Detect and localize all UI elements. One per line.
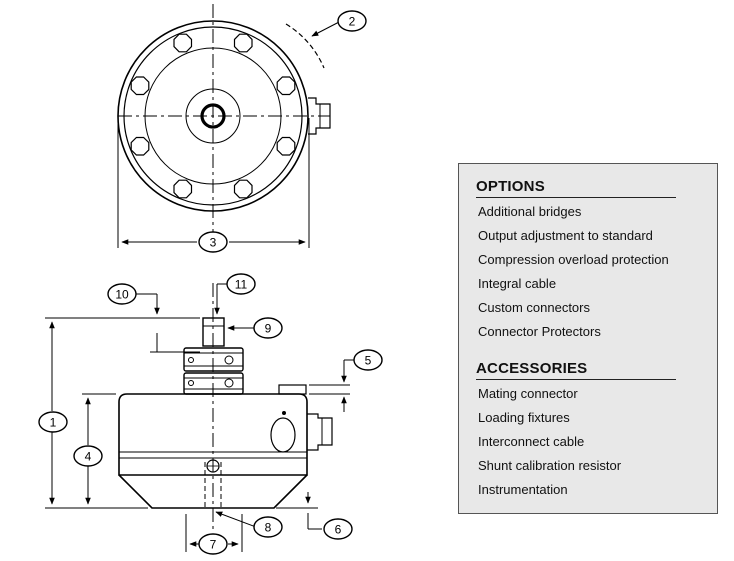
callout-label: 11 <box>235 278 248 292</box>
bolt-hole <box>130 136 150 156</box>
top-view <box>117 4 331 238</box>
accessories-item: Interconnect cable <box>478 434 585 449</box>
callout-1: 1 <box>38 411 68 433</box>
accessories-item: Loading fixtures <box>478 410 570 425</box>
options-item: Integral cable <box>478 276 557 291</box>
options-title: OPTIONS <box>476 178 545 195</box>
callout-10: 10 <box>107 283 137 305</box>
bolt-hole <box>233 33 253 53</box>
callout-7: 7 <box>198 533 228 555</box>
accessories-item: Shunt calibration resistor <box>478 458 622 473</box>
options-item: Compression overload protection <box>478 252 669 267</box>
options-item: Connector Protectors <box>478 324 601 339</box>
options-item: Custom connectors <box>478 300 590 315</box>
side-view-dimensions <box>45 283 356 552</box>
bolt-hole <box>173 33 193 53</box>
callout-label: 3 <box>210 236 217 250</box>
callout-label: 7 <box>210 538 217 552</box>
accessories-title: ACCESSORIES <box>476 360 588 377</box>
bolt-hole <box>130 76 150 96</box>
callout-9: 9 <box>253 317 283 339</box>
accessories-divider <box>476 379 676 380</box>
accessories-item: Instrumentation <box>478 482 568 497</box>
callout-label: 6 <box>335 523 342 537</box>
bolt-hole-pattern <box>130 33 296 199</box>
callout-3: 3 <box>198 231 228 253</box>
callout-balloons: 1 2 3 4 5 6 7 8 9 10 11 <box>38 10 383 555</box>
options-item: Output adjustment to standard <box>478 228 653 243</box>
options-item: Additional bridges <box>478 204 582 219</box>
options-divider <box>476 197 676 198</box>
callout-label: 8 <box>265 521 272 535</box>
dimension-3 <box>117 118 310 248</box>
bolt-hole <box>276 76 296 96</box>
callout-label: 4 <box>85 450 92 464</box>
callout-5: 5 <box>353 349 383 371</box>
callout-label: 5 <box>365 354 372 368</box>
callout-label: 1 <box>50 416 57 430</box>
callout-4: 4 <box>73 445 103 467</box>
callout-2: 2 <box>337 10 367 32</box>
callout-6: 6 <box>323 518 353 540</box>
accessories-item: Mating connector <box>478 386 578 401</box>
callout-8: 8 <box>253 516 283 538</box>
callout-label: 9 <box>265 322 272 336</box>
bolt-hole <box>233 179 253 199</box>
side-view <box>118 283 333 530</box>
callout-label: 10 <box>115 288 129 302</box>
outer-flange-circle <box>117 20 309 212</box>
bolt-hole <box>276 136 296 156</box>
callout-11: 11 <box>226 273 256 295</box>
callout-label: 2 <box>349 15 356 29</box>
center-hole <box>200 103 226 129</box>
bolt-hole <box>173 179 193 199</box>
